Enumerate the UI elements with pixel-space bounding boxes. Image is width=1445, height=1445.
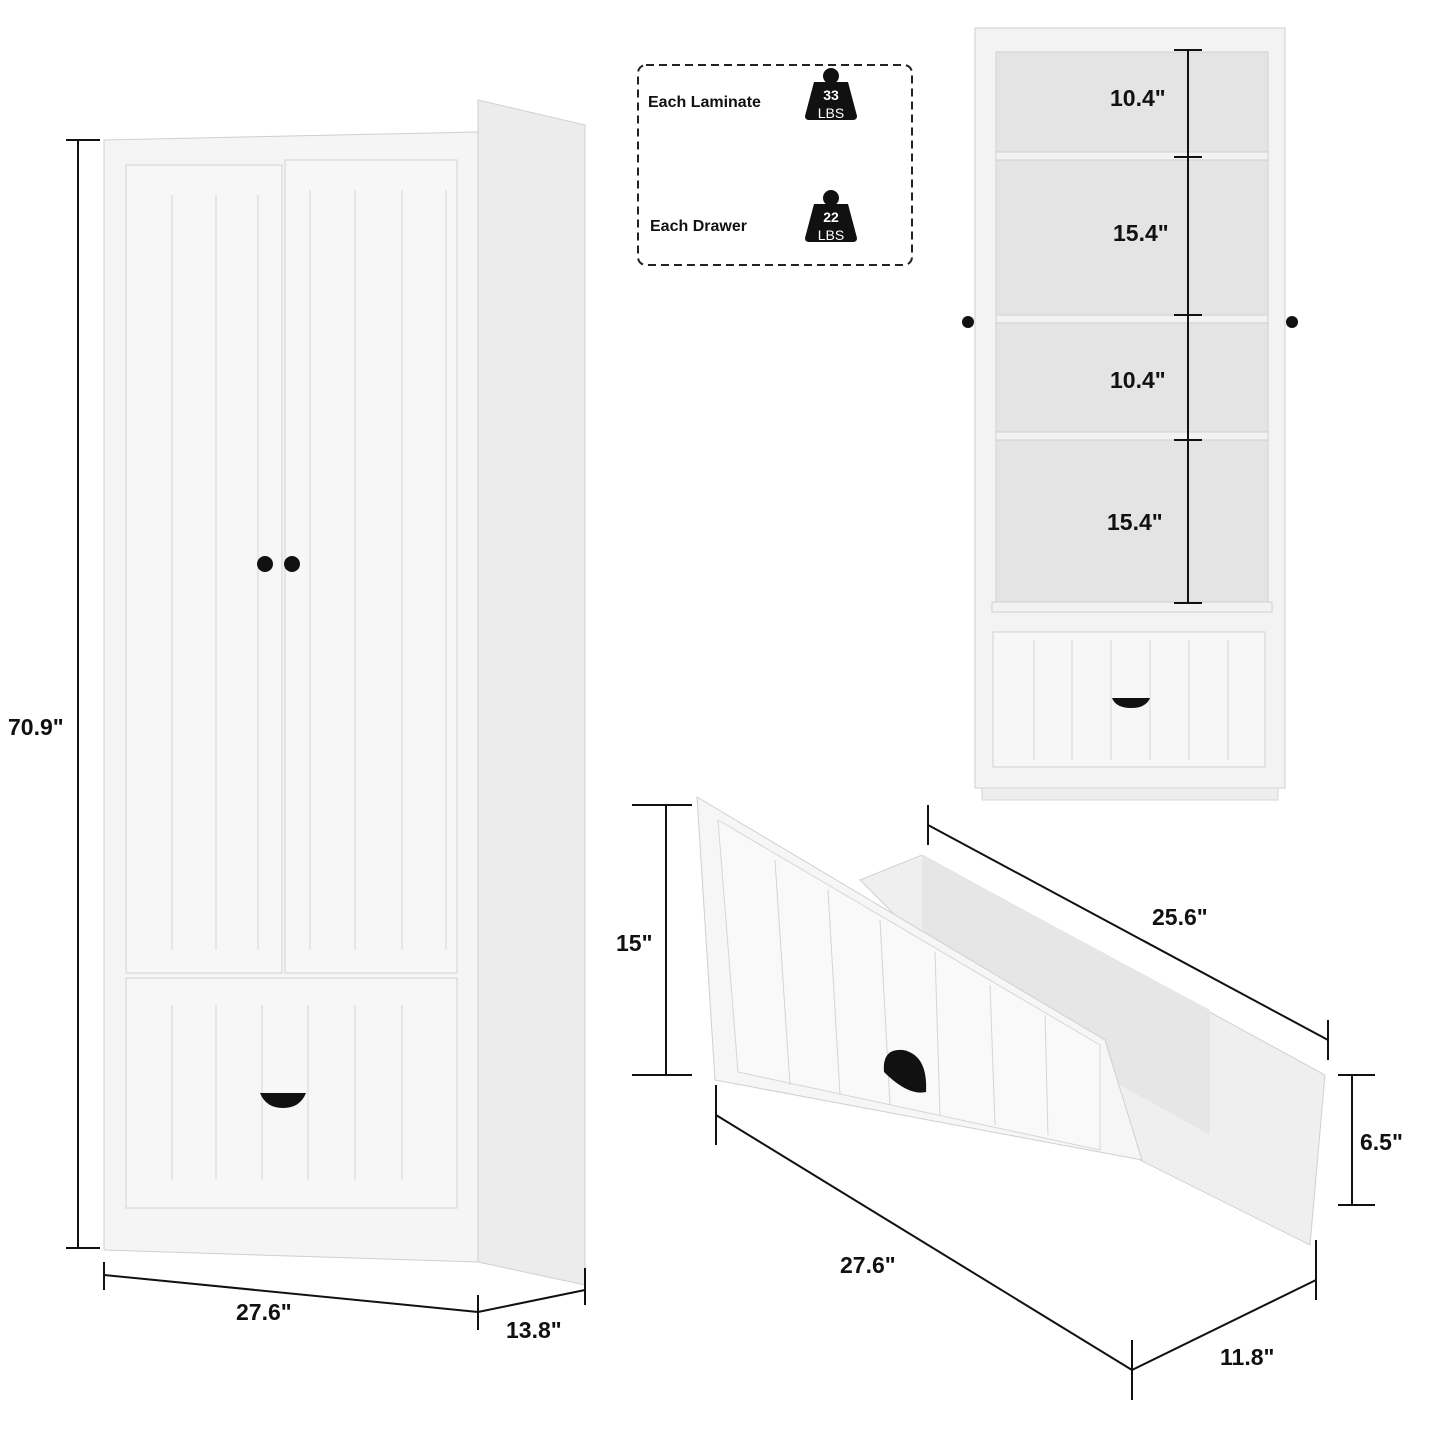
cabinet-open-front-view: 10.4" 15.4" 10.4" 15.4" bbox=[962, 27, 1298, 801]
shelf-dimension-line bbox=[1174, 49, 1202, 604]
right-door-knob bbox=[284, 556, 300, 572]
laminate-weight-unit: LBS bbox=[818, 105, 844, 121]
door-knob bbox=[1286, 316, 1298, 328]
drawer-label: Each Drawer bbox=[650, 218, 747, 235]
drawer-dimension-lines bbox=[632, 804, 1375, 1400]
drawer-weight: 22 bbox=[823, 209, 839, 225]
drawer-cup-handle bbox=[1112, 698, 1150, 708]
drawer-length-label: 25.6" bbox=[1152, 904, 1208, 930]
left-door bbox=[125, 164, 283, 974]
drawer-height-label: 15" bbox=[616, 930, 653, 956]
laminate-label: Each Laminate bbox=[648, 94, 761, 111]
right-door bbox=[284, 159, 458, 974]
shelf-height-label: 15.4" bbox=[1113, 220, 1169, 246]
weight-capacity-legend: Each Laminate 33 LBS Each Drawer 22 LBS bbox=[637, 64, 913, 266]
laminate-weight: 33 bbox=[823, 87, 839, 103]
panel-grooves bbox=[171, 190, 447, 1180]
drawer-cup-handle bbox=[883, 1049, 927, 1093]
cabinet-height-label: 70.9" bbox=[8, 714, 64, 740]
shelves bbox=[991, 151, 1273, 613]
door-knob bbox=[962, 316, 974, 328]
cabinet-side-panel bbox=[477, 99, 586, 1286]
drawer-width-label: 27.6" bbox=[840, 1252, 896, 1278]
drawer-cup-handle bbox=[260, 1093, 306, 1108]
drawer-weight-unit: LBS bbox=[818, 227, 844, 243]
drawer-perspective-view bbox=[696, 796, 1326, 1246]
shelf-height-label: 10.4" bbox=[1110, 367, 1166, 393]
shelf-height-label: 15.4" bbox=[1107, 509, 1163, 535]
cabinet-perspective-view bbox=[103, 99, 586, 1286]
cabinet-width-label: 27.6" bbox=[236, 1299, 292, 1325]
shelf-height-label: 10.4" bbox=[1110, 85, 1166, 111]
drawer-inner-height-label: 6.5" bbox=[1360, 1129, 1403, 1155]
drawer-depth-label: 11.8" bbox=[1220, 1344, 1274, 1370]
left-door-knob bbox=[257, 556, 273, 572]
cabinet-depth-label: 13.8" bbox=[506, 1317, 562, 1343]
cabinet-dimension-lines bbox=[66, 139, 586, 1330]
